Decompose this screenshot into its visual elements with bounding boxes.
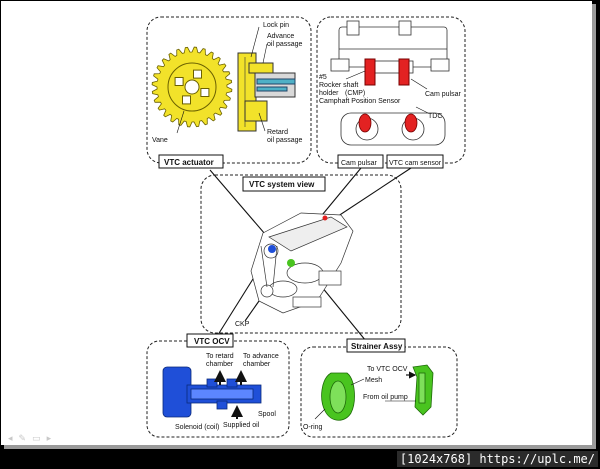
to-advance-label-2: chamber xyxy=(243,361,271,368)
advance-oil-label-2: oil passage xyxy=(267,41,303,48)
resolution-watermark: [1024x768] https://uplc.me/ xyxy=(396,451,598,467)
cam-sensors xyxy=(364,58,410,86)
vtc-actuator-panel: Lock pin Advance oil passage Retard oil … xyxy=(146,16,312,169)
rocker-holder-label-2: Rocker shaft xyxy=(319,82,358,89)
ocv-arrows xyxy=(214,370,247,419)
vtc-diagram: Lock pin Advance oil passage Retard oil … xyxy=(146,16,466,438)
ocv-valve-drawing xyxy=(162,366,262,418)
slide-shadow-right xyxy=(592,4,596,448)
vtc-ocv-panel: VTC OCV To retard chamber To advance cha… xyxy=(146,333,290,438)
arrow-icon[interactable]: ◂ xyxy=(8,433,13,443)
o-ring-label: O-ring xyxy=(303,424,323,431)
rocker-holder-label-1: #5 xyxy=(319,74,327,81)
vtc-cam-sensor-tag: VTC cam sensor xyxy=(389,160,442,167)
actuator-gear xyxy=(151,46,233,128)
actuator-cross-section xyxy=(237,52,296,132)
to-retard-label-1: To retard xyxy=(206,353,234,360)
from-oil-pump-label: From oil pump xyxy=(363,394,408,401)
presentation-toolbar: ◂ ✎ ▭ ▸ xyxy=(8,433,51,444)
mesh-label: Mesh xyxy=(365,377,382,384)
to-vtc-ocv-label: To VTC OCV xyxy=(367,366,408,373)
engine-drawing xyxy=(250,212,354,314)
rocker-holder-label-3: holder xyxy=(319,90,339,97)
slides-icon[interactable]: ▭ xyxy=(32,433,41,443)
strainer-drawing xyxy=(321,364,434,421)
actuator-leaders xyxy=(176,26,268,134)
menu-icon[interactable]: ▸ xyxy=(46,433,52,443)
tdc-label: TDC xyxy=(428,113,442,120)
to-retard-label-2: chamber xyxy=(206,361,234,368)
strainer-panel: Strainer Assy To VTC OCV Mesh From oil p… xyxy=(300,338,458,438)
system-view-panel: VTC system view CKP xyxy=(200,174,402,334)
supplied-oil-label: Supplied oil xyxy=(223,422,260,429)
to-advance-label-1: To advance xyxy=(243,353,279,360)
ckp-label: CKP xyxy=(235,321,250,328)
slide-canvas: Lock pin Advance oil passage Retard oil … xyxy=(1,1,592,445)
advance-oil-label-1: Advance xyxy=(267,33,294,40)
solenoid-label: Solenoid (coil) xyxy=(175,424,219,431)
pen-icon[interactable]: ✎ xyxy=(18,433,27,443)
vane-label: Vane xyxy=(152,137,168,144)
retard-oil-label-1: Retard xyxy=(267,129,288,136)
slide-shadow-bottom xyxy=(4,445,596,449)
cam-pulsar-label: Cam pulsar xyxy=(425,91,461,98)
cam-pulsar-tag: Cam pulsar xyxy=(341,160,377,167)
cam-pulsar-drawing xyxy=(340,112,446,146)
cylinder-head-drawing xyxy=(330,20,450,74)
cam-sensor-panel: #5 Rocker shaft holder (CMP) Camphaft Po… xyxy=(316,16,466,169)
vtc-ocv-tag: VTC OCV xyxy=(194,337,230,346)
cmp-label: (CMP) xyxy=(345,90,365,97)
system-view-title: VTC system view xyxy=(249,180,315,189)
vtc-actuator-tag: VTC actuator xyxy=(164,158,214,167)
cmp-full-label: Camphaft Position Sensor xyxy=(319,98,401,105)
strainer-assy-tag: Strainer Assy xyxy=(351,342,403,351)
retard-oil-label-2: oil passage xyxy=(267,137,303,144)
spool-label: Spool xyxy=(258,411,276,418)
lock-pin-label: Lock pin xyxy=(263,22,289,29)
